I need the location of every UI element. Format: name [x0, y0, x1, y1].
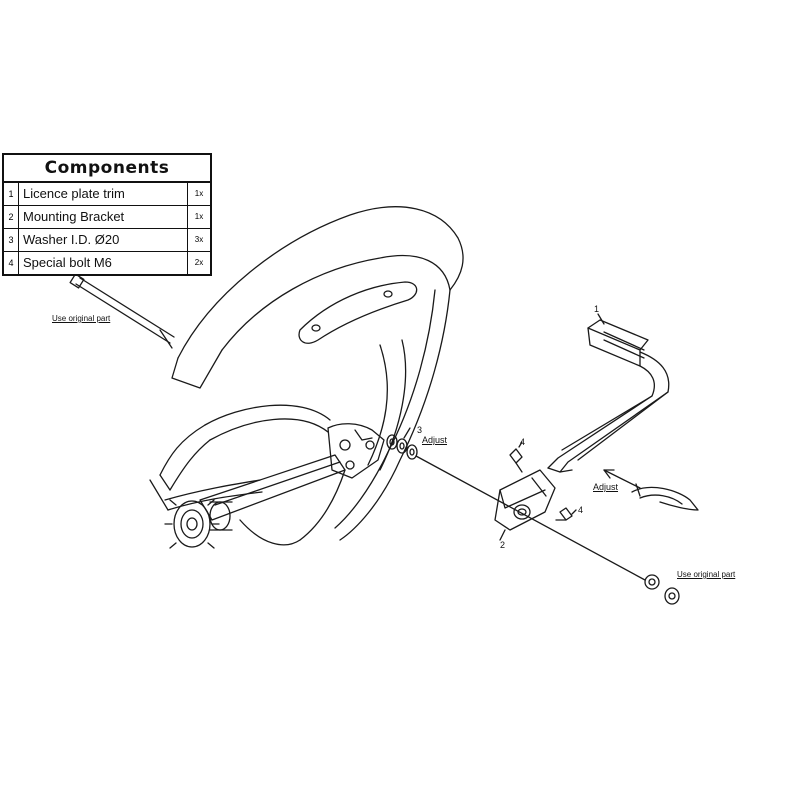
use-original-part-label-right: Use original part [677, 570, 736, 579]
original-nuts [644, 574, 680, 605]
licence-plate-trim [547, 319, 670, 473]
mounting-bracket [494, 469, 556, 541]
washers [386, 427, 418, 460]
adjust-label-trim: Adjust [593, 482, 619, 492]
clip-detail [631, 483, 699, 511]
rear-fender [171, 206, 464, 389]
component-number: 4 [4, 252, 19, 274]
callout-4-right: 4 [578, 505, 584, 515]
component-name: Washer I.D. Ø20 [19, 229, 188, 251]
callout-4-top: 4 [520, 437, 526, 447]
component-row: 1 Licence plate trim 1x [4, 183, 210, 206]
callout-3: 3 [417, 425, 423, 435]
use-original-part-label-left: Use original part [52, 314, 111, 323]
swingarm [149, 404, 346, 546]
callout-1: 1 [594, 304, 600, 314]
component-quantity: 2x [194, 258, 204, 267]
caliper-bracket [327, 423, 385, 479]
component-name: Special bolt M6 [19, 252, 188, 274]
rear-tire [334, 289, 451, 541]
callout-2: 2 [500, 540, 506, 550]
axle-rod [69, 273, 175, 349]
rear-hub [164, 499, 233, 549]
component-row: 2 Mounting Bracket 1x [4, 206, 210, 229]
component-quantity: 1x [194, 212, 204, 221]
leader-1 [597, 313, 605, 325]
adjust-arrow [603, 469, 641, 489]
component-number: 1 [4, 183, 19, 205]
component-row: 3 Washer I.D. Ø20 3x [4, 229, 210, 252]
adjust-label-washer: Adjust [422, 435, 448, 445]
component-name: Mounting Bracket [19, 206, 188, 228]
assembly-line [415, 455, 646, 581]
components-table: Components 1 Licence plate trim 1x 2 Mou… [2, 153, 212, 276]
component-number: 3 [4, 229, 19, 251]
component-row: 4 Special bolt M6 2x [4, 252, 210, 274]
special-bolts [509, 441, 577, 521]
components-title: Components [4, 155, 210, 183]
component-quantity: 3x [194, 235, 204, 244]
component-quantity: 1x [194, 189, 204, 198]
component-number: 2 [4, 206, 19, 228]
component-name: Licence plate trim [19, 183, 188, 205]
